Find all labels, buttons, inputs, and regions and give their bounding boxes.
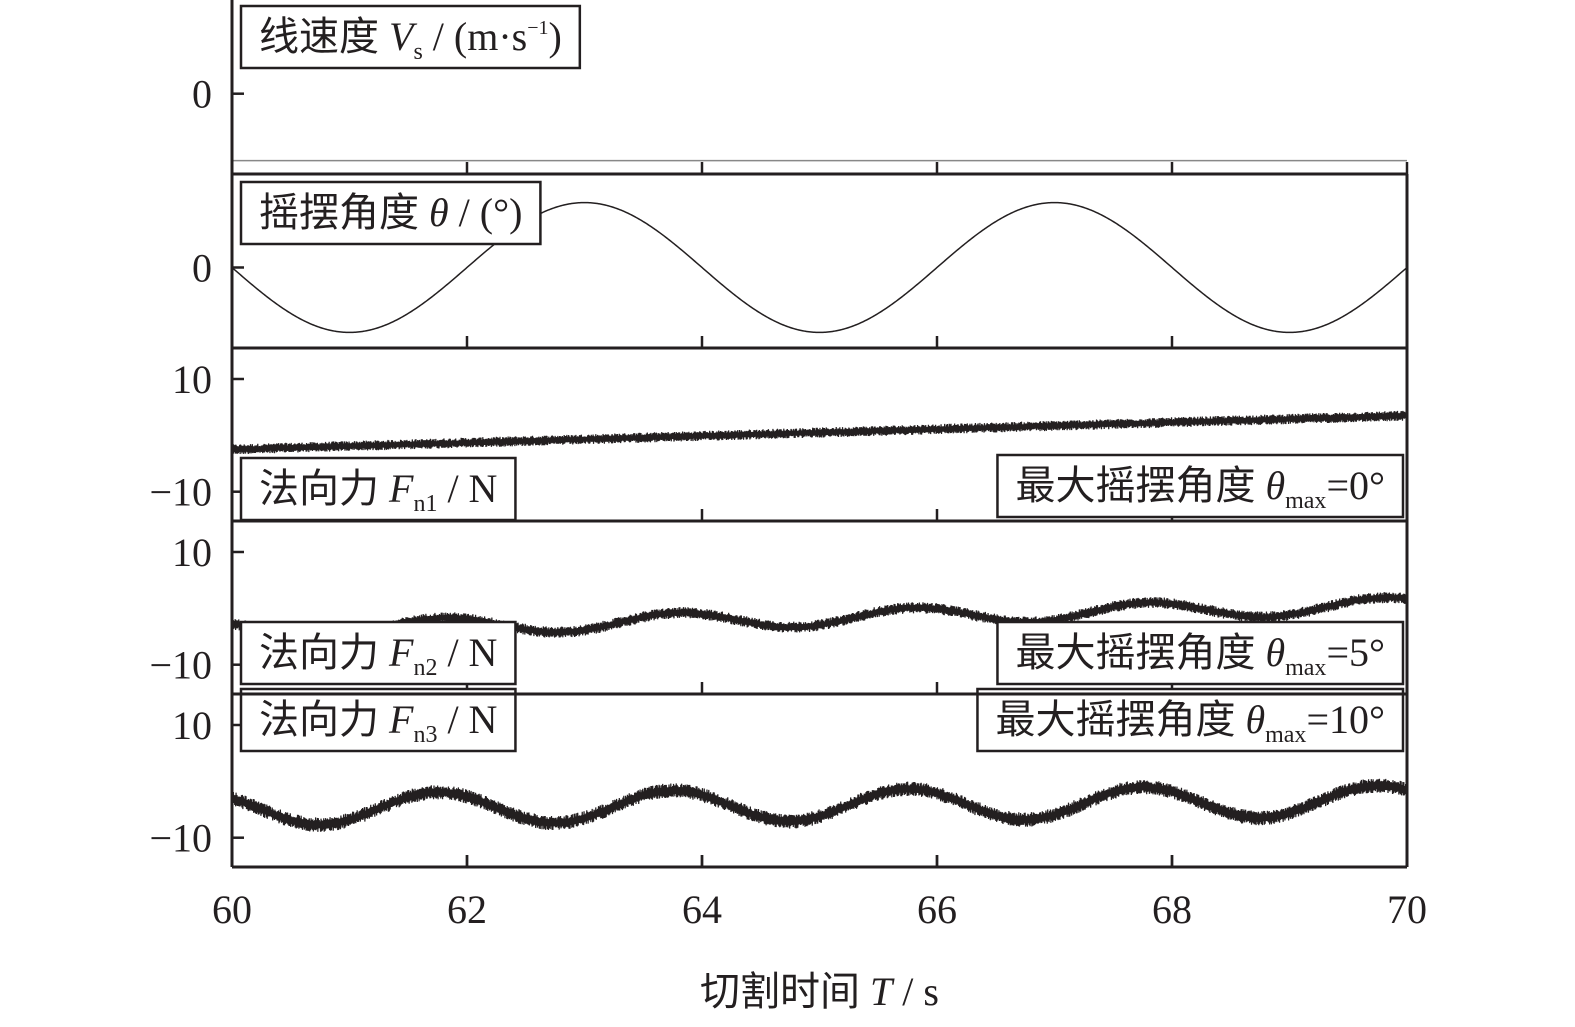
normal-force-3-note-text: 最大摇摆角度 θmax=10° (995, 697, 1385, 748)
normal-force-2-label-text: 法向力 Fn2 / N (259, 630, 497, 681)
normal-force-3-line (231, 778, 1408, 832)
normal-force-2-label-frame (239, 620, 517, 686)
y-tick-label: 0 (192, 245, 212, 290)
normal-force-3-label: 法向力 Fn3 / N (239, 687, 517, 753)
x-tick-label: 70 (1387, 887, 1427, 932)
y-tick-label: 0 (192, 72, 212, 117)
normal-force-1-label-frame (239, 456, 517, 522)
y-tick-label: −10 (149, 816, 212, 861)
y-tick-label: −10 (149, 643, 212, 688)
normal-force-1-note-frame (996, 453, 1405, 519)
normal-force-3-label-text: 法向力 Fn3 / N (259, 697, 497, 748)
panel-velocity: 0 (192, 72, 1409, 174)
x-tick-label: 60 (212, 887, 252, 932)
y-tick-label: 10 (172, 357, 212, 402)
normal-force-1-label: 法向力 Fn1 / N (239, 456, 517, 522)
x-tick-label: 68 (1152, 887, 1192, 932)
normal-force-3-label-frame (239, 687, 517, 753)
x-tick-label: 62 (447, 887, 487, 932)
velocity-label: 线速度 Vs / (m·s−1) (239, 4, 582, 70)
normal-force-2-line (231, 592, 1408, 643)
x-axis-title: 切割时间 T / s (700, 969, 939, 1014)
normal-force-1-label-text: 法向力 Fn1 / N (259, 466, 497, 517)
normal-force-3-note-frame (976, 687, 1405, 753)
normal-force-2-note-text: 最大摇摆角度 θmax=5° (1015, 630, 1385, 681)
velocity-label-text: 线速度 Vs / (m·s−1) (259, 14, 562, 65)
y-tick-label: 10 (172, 703, 212, 748)
x-tick-label: 66 (917, 887, 957, 932)
y-tick-label: 10 (172, 530, 212, 575)
swing-angle-label: 摇摆角度 θ / (°) (239, 180, 542, 246)
normal-force-1-line (231, 410, 1408, 454)
normal-force-3-note: 最大摇摆角度 θmax=10° (976, 687, 1405, 753)
normal-force-1-note-text: 最大摇摆角度 θmax=0° (1015, 463, 1385, 514)
swing-angle-line (231, 201, 1408, 334)
y-tick-label: −10 (149, 470, 212, 515)
normal-force-2-note: 最大摇摆角度 θmax=5° (996, 620, 1405, 686)
panel-swing-angle: 0 (192, 201, 1409, 348)
swing-angle-label-text: 摇摆角度 θ / (°) (259, 190, 522, 235)
normal-force-2-label: 法向力 Fn2 / N (239, 620, 517, 686)
x-tick-label: 64 (682, 887, 722, 932)
swing-angle-label-frame (239, 180, 542, 246)
velocity-label-frame (239, 4, 582, 70)
normal-force-2-note-frame (996, 620, 1405, 686)
normal-force-1-note: 最大摇摆角度 θmax=0° (996, 453, 1405, 519)
